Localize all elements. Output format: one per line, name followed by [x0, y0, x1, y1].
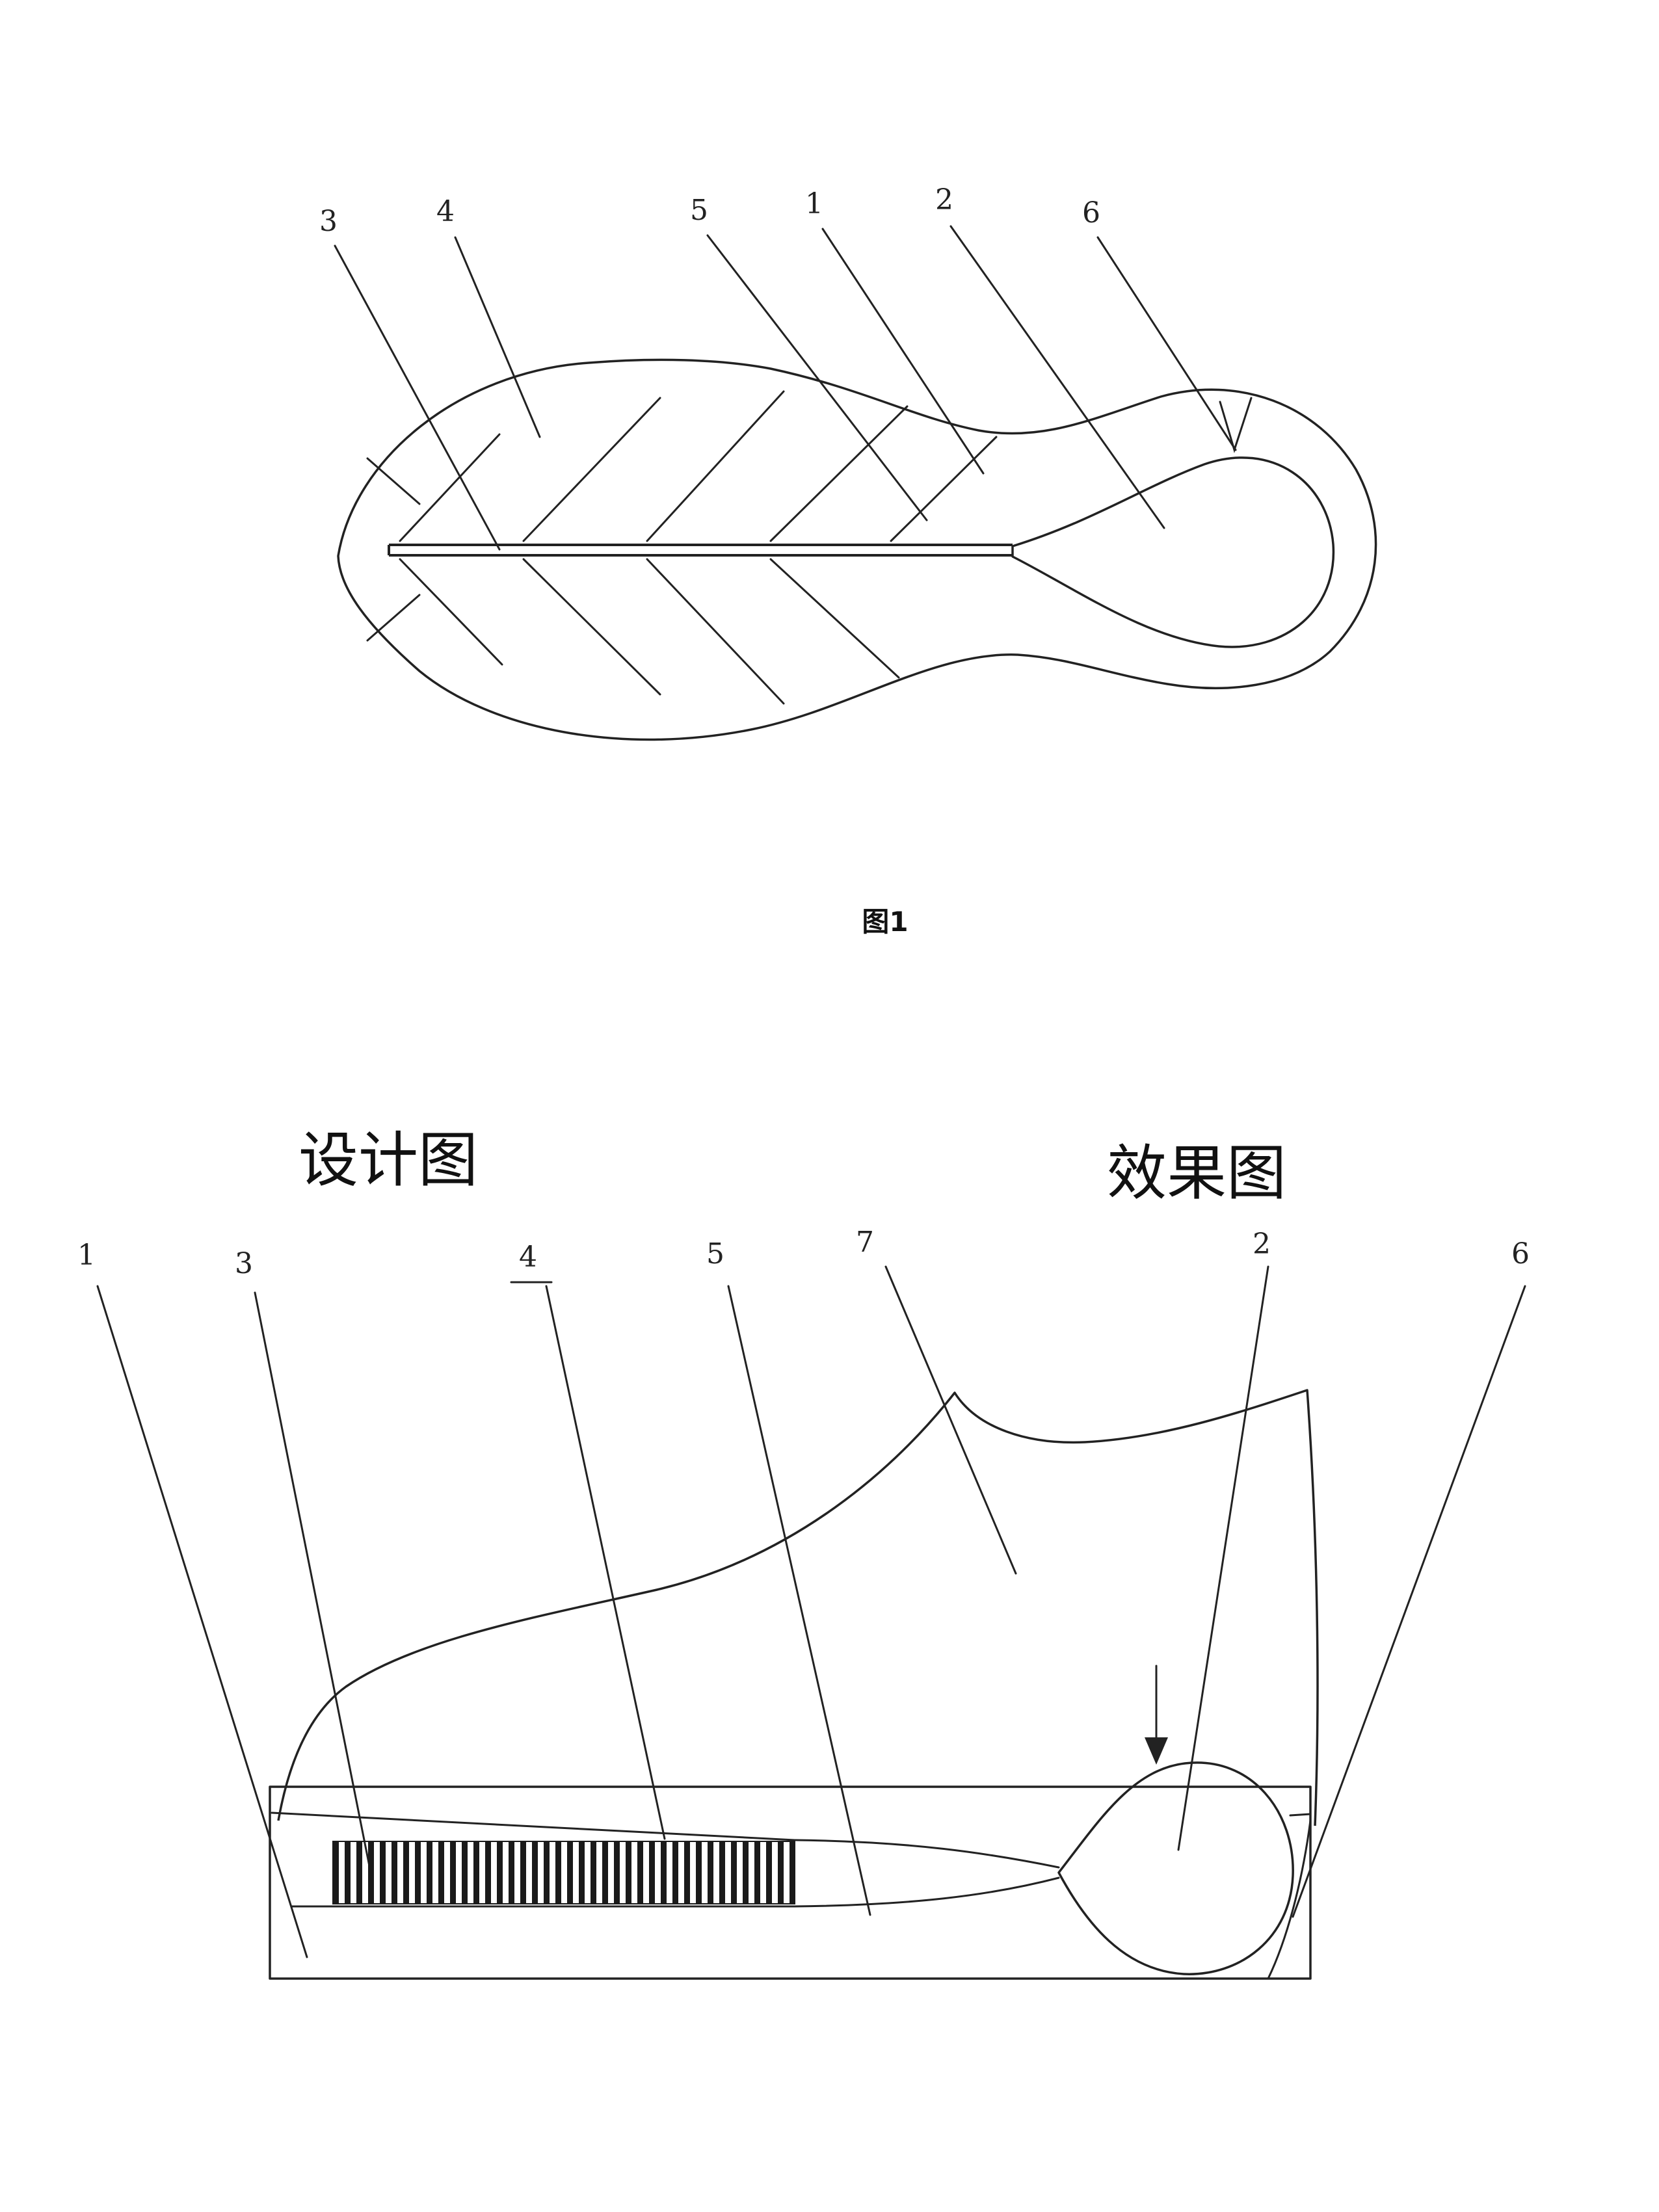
heel-right-connector	[1289, 1813, 1312, 1817]
fig1-leader-4	[454, 236, 541, 438]
fig1-ref-2: 2	[935, 183, 953, 217]
figure1-sole-bottom-view: 3 4 5 1 2 6 图1	[319, 183, 1377, 938]
fig1-ref-3: 3	[319, 205, 338, 238]
fig2-ref-6: 6	[1511, 1237, 1530, 1271]
heel-bottom-right-curve	[1267, 1819, 1312, 1980]
sole-top-line	[271, 1811, 796, 1841]
fig2-ref-1: 1	[77, 1239, 96, 1272]
heel-funnel-lines	[793, 1839, 1060, 1908]
down-arrow	[1145, 1665, 1168, 1765]
fig2-leader-1	[96, 1285, 308, 1958]
shoe-upper-profile	[277, 1389, 1319, 1826]
tread-chevrons	[366, 390, 998, 705]
figure2-shoe-side-view: 1 3 4 5 7 2 6	[77, 1226, 1530, 1980]
fig2-leader-3	[254, 1291, 372, 1874]
fig1-leader-1	[821, 228, 985, 475]
fig2-ref-3: 3	[235, 1247, 253, 1280]
fig2-leader-7	[884, 1265, 1017, 1575]
fig1-leader-5	[706, 234, 928, 521]
heel-pad-outline	[1011, 456, 1335, 648]
sole-outline	[337, 358, 1377, 741]
figure1-caption: 图1	[862, 906, 908, 938]
heel-pad-side	[1057, 1761, 1294, 1975]
fig1-ref-1: 1	[805, 187, 823, 220]
fig1-leader-3	[334, 244, 501, 551]
fig1-leader-6-check-mark	[1219, 397, 1253, 454]
fig2-leader-2	[1177, 1265, 1269, 1851]
effect-drawing-title: 效果图	[1107, 1139, 1286, 1208]
fig1-ref-4: 4	[436, 195, 455, 228]
down-arrow-head	[1145, 1737, 1168, 1765]
fig1-ref-5: 5	[690, 194, 708, 227]
tread-teeth-band	[332, 1841, 795, 1904]
fig2-ref-2: 2	[1253, 1228, 1271, 1261]
fig2-leader-6	[1292, 1285, 1526, 1918]
fig2-leader-4	[545, 1285, 666, 1840]
fig1-leader-2	[949, 225, 1165, 529]
fig1-ref-6: 6	[1082, 196, 1100, 230]
design-drawing-title: 设计图	[299, 1126, 478, 1195]
fig2-ref-5: 5	[706, 1237, 724, 1271]
sole-frame	[269, 1785, 1312, 1980]
fig2-ref-4: 4	[519, 1241, 537, 1274]
fig2-ref-7: 7	[856, 1226, 874, 1259]
tread-spine	[388, 544, 1013, 557]
fig1-leader-6	[1096, 236, 1237, 451]
fig2-leader-5	[727, 1285, 871, 1916]
